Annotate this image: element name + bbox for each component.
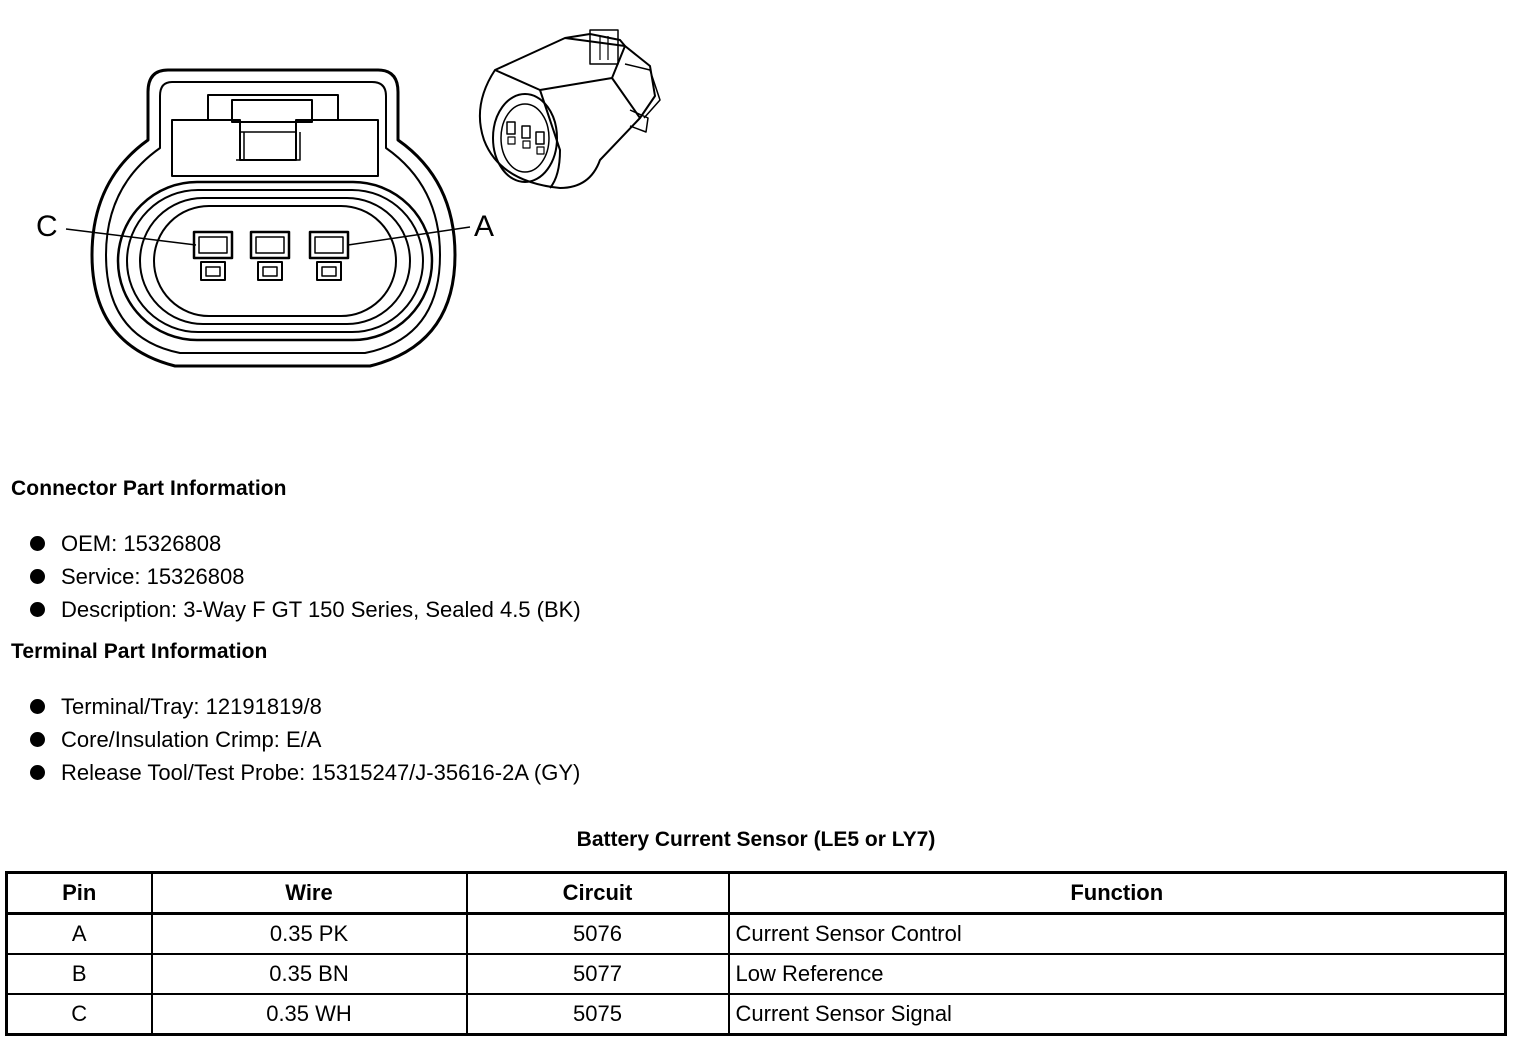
cell-wire: 0.35 WH	[150, 993, 468, 1036]
housing-inner-outline	[105, 81, 441, 354]
list-item: Description: 3-Way F GT 150 Series, Seal…	[30, 593, 581, 626]
list-item-text: OEM: 15326808	[61, 531, 222, 556]
cell-circuit: 5076	[465, 912, 730, 955]
list-item: OEM: 15326808	[30, 527, 581, 560]
terminal-info-list: Terminal/Tray: 12191819/8 Core/Insulatio…	[30, 690, 580, 789]
leader-line-a	[347, 226, 471, 246]
connector-info-heading: Connector Part Information	[11, 477, 287, 500]
cell-wire: 0.35 BN	[150, 953, 468, 995]
table-title: Battery Current Sensor (LE5 or LY7)	[576, 828, 936, 851]
list-item-text: Release Tool/Test Probe: 15315247/J-3561…	[61, 760, 581, 785]
pin-cavity-face	[153, 205, 397, 317]
latch	[208, 119, 338, 161]
table-row: A 0.35 PK 5076 Current Sensor Control	[5, 912, 1507, 955]
connector-info-list: OEM: 15326808 Service: 15326808 Descript…	[30, 527, 581, 626]
bullet-icon	[30, 602, 45, 617]
cell-function: Low Reference	[727, 953, 1507, 995]
terminal-c	[192, 230, 234, 281]
terminal-b	[249, 230, 291, 281]
bullet-icon	[30, 765, 45, 780]
bullet-icon	[30, 569, 45, 584]
column-header-circuit: Circuit	[465, 871, 730, 915]
leader-line-c	[65, 228, 197, 246]
list-item: Core/Insulation Crimp: E/A	[30, 723, 580, 756]
cell-pin: B	[5, 953, 153, 995]
table-header-row: Pin Wire Circuit Function	[5, 871, 1507, 915]
list-item-text: Description: 3-Way F GT 150 Series, Seal…	[61, 597, 581, 622]
cell-wire: 0.35 PK	[150, 912, 468, 955]
bullet-icon	[30, 699, 45, 714]
table-row: B 0.35 BN 5077 Low Reference	[5, 953, 1507, 995]
terminal-info-heading: Terminal Part Information	[11, 640, 268, 663]
column-header-wire: Wire	[150, 871, 468, 915]
latch-tab	[231, 99, 313, 123]
pin-table: Pin Wire Circuit Function A 0.35 PK 5076…	[5, 871, 1507, 1036]
connector-diagram: C A	[36, 29, 661, 368]
cell-pin: A	[5, 912, 153, 955]
list-item: Service: 15326808	[30, 560, 581, 593]
bullet-icon	[30, 536, 45, 551]
cell-circuit: 5075	[465, 993, 730, 1036]
latch-housing	[171, 94, 379, 177]
latch-detail	[236, 131, 301, 161]
bullet-icon	[30, 732, 45, 747]
list-item-text: Core/Insulation Crimp: E/A	[61, 727, 322, 752]
pin-label-a: A	[474, 210, 494, 243]
list-item: Release Tool/Test Probe: 15315247/J-3561…	[30, 756, 580, 789]
cell-pin: C	[5, 993, 153, 1036]
cell-function: Current Sensor Control	[727, 912, 1507, 955]
seal-ring-3	[139, 197, 411, 325]
cell-function: Current Sensor Signal	[727, 993, 1507, 1036]
list-item-text: Service: 15326808	[61, 564, 245, 589]
housing-outline	[90, 68, 457, 368]
connector-3d-view	[478, 29, 661, 189]
terminal-a	[308, 230, 350, 281]
column-header-pin: Pin	[5, 871, 153, 915]
seal-ring-1	[116, 180, 434, 342]
list-item-text: Terminal/Tray: 12191819/8	[61, 694, 322, 719]
list-item: Terminal/Tray: 12191819/8	[30, 690, 580, 723]
seal-ring-2	[126, 189, 424, 333]
pin-label-c: C	[36, 210, 58, 243]
table-row: C 0.35 WH 5075 Current Sensor Signal	[5, 993, 1507, 1036]
cell-circuit: 5077	[465, 953, 730, 995]
column-header-function: Function	[727, 871, 1507, 915]
